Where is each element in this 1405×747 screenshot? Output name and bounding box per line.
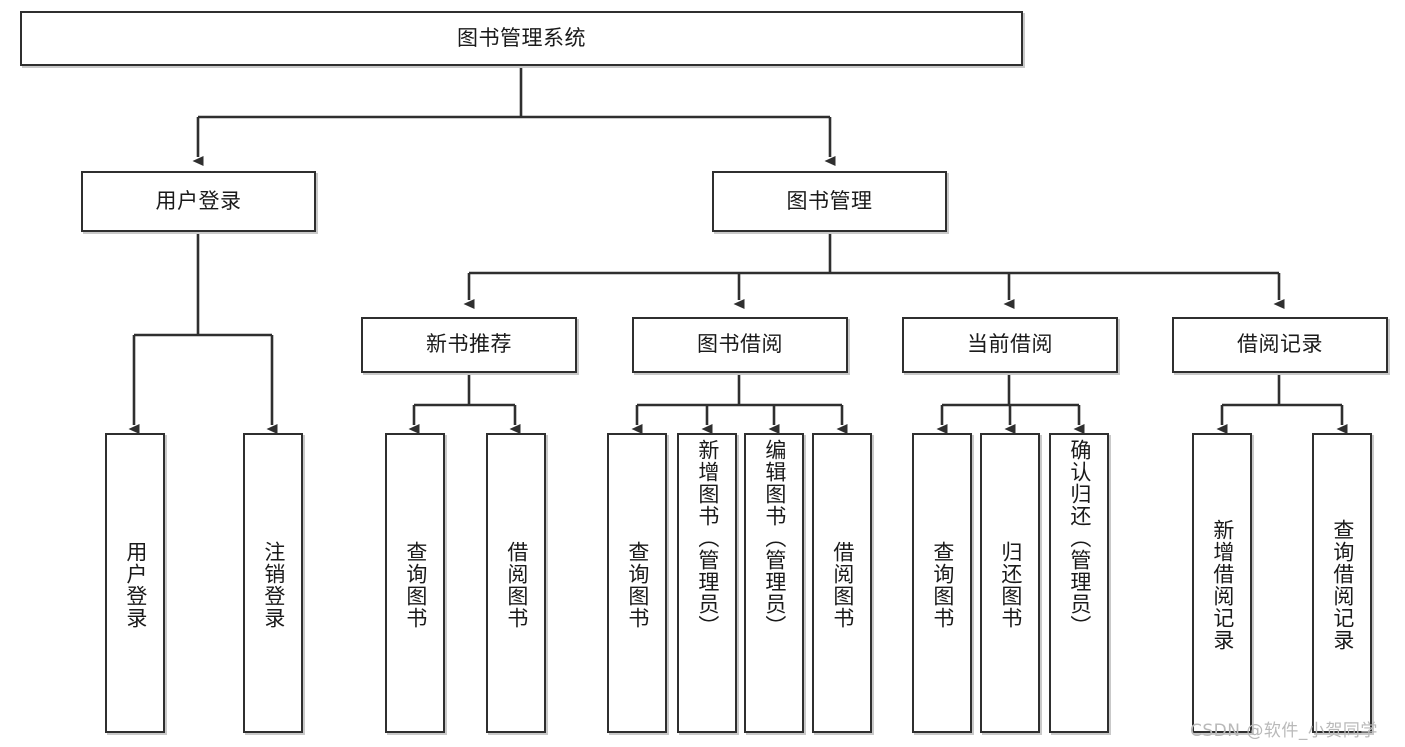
leaf-content: 查询图书 — [387, 439, 443, 731]
node-label: 确认归还（管理员） — [1067, 439, 1092, 637]
node-label: 图书管理 — [786, 188, 873, 213]
node-label: 用户登录 — [155, 188, 242, 213]
node-leaf-return-book[interactable]: 归还图书 — [980, 433, 1040, 733]
leaf-content: 查询图书 — [609, 439, 665, 731]
node-book-management[interactable]: 图书管理 — [712, 171, 947, 232]
node-leaf-user-login[interactable]: 用户登录 — [105, 433, 165, 733]
node-label: 注销登录 — [261, 541, 286, 629]
leaf-content: 新增借阅记录 — [1194, 439, 1250, 731]
node-book-borrow[interactable]: 图书借阅 — [632, 317, 848, 373]
node-leaf-query-book-1[interactable]: 查询图书 — [385, 433, 445, 733]
node-current-borrow[interactable]: 当前借阅 — [902, 317, 1118, 373]
leaf-content: 借阅图书 — [814, 439, 870, 731]
node-label: 查询图书 — [625, 541, 650, 629]
leaf-content: 用户登录 — [107, 439, 163, 731]
leaf-content: 归还图书 — [982, 439, 1038, 731]
node-label: 查询图书 — [930, 541, 955, 629]
node-book-management-system[interactable]: 图书管理系统 — [20, 11, 1023, 66]
node-leaf-borrow-book-1[interactable]: 借阅图书 — [486, 433, 546, 733]
node-label: 借阅图书 — [830, 541, 855, 629]
node-label: 借阅记录 — [1237, 332, 1323, 357]
node-label: 用户登录 — [123, 541, 148, 629]
node-leaf-query-borrow-record[interactable]: 查询借阅记录 — [1312, 433, 1372, 733]
leaf-content: 注销登录 — [245, 439, 301, 731]
node-leaf-borrow-book-2[interactable]: 借阅图书 — [812, 433, 872, 733]
csdn-watermark: CSDN @软件_小贺同学 — [1190, 721, 1378, 741]
node-leaf-add-borrow-record[interactable]: 新增借阅记录 — [1192, 433, 1252, 733]
node-borrow-record[interactable]: 借阅记录 — [1172, 317, 1388, 373]
node-leaf-query-book-2[interactable]: 查询图书 — [607, 433, 667, 733]
node-leaf-logout-login[interactable]: 注销登录 — [243, 433, 303, 733]
leaf-content: 查询图书 — [914, 439, 970, 731]
node-label: 查询图书 — [403, 541, 428, 629]
node-label: 新书推荐 — [426, 332, 512, 357]
node-leaf-query-book-3[interactable]: 查询图书 — [912, 433, 972, 733]
node-label: 归还图书 — [998, 541, 1023, 629]
node-leaf-edit-book-admin[interactable]: 编辑图书（管理员） — [744, 433, 804, 733]
node-label: 编辑图书（管理员） — [762, 439, 787, 637]
node-label: 新增图书（管理员） — [695, 439, 720, 637]
node-label: 图书借阅 — [697, 332, 783, 357]
node-user-login[interactable]: 用户登录 — [81, 171, 316, 232]
node-label: 当前借阅 — [967, 332, 1053, 357]
node-label: 新增借阅记录 — [1210, 519, 1235, 651]
node-label: 图书管理系统 — [457, 25, 586, 50]
node-leaf-add-book-admin[interactable]: 新增图书（管理员） — [677, 433, 737, 733]
leaf-content: 借阅图书 — [488, 439, 544, 731]
node-new-book-recommend[interactable]: 新书推荐 — [361, 317, 577, 373]
node-label: 借阅图书 — [504, 541, 529, 629]
node-leaf-confirm-return-admin[interactable]: 确认归还（管理员） — [1049, 433, 1109, 733]
leaf-content: 查询借阅记录 — [1314, 439, 1370, 731]
node-label: 查询借阅记录 — [1330, 519, 1355, 651]
